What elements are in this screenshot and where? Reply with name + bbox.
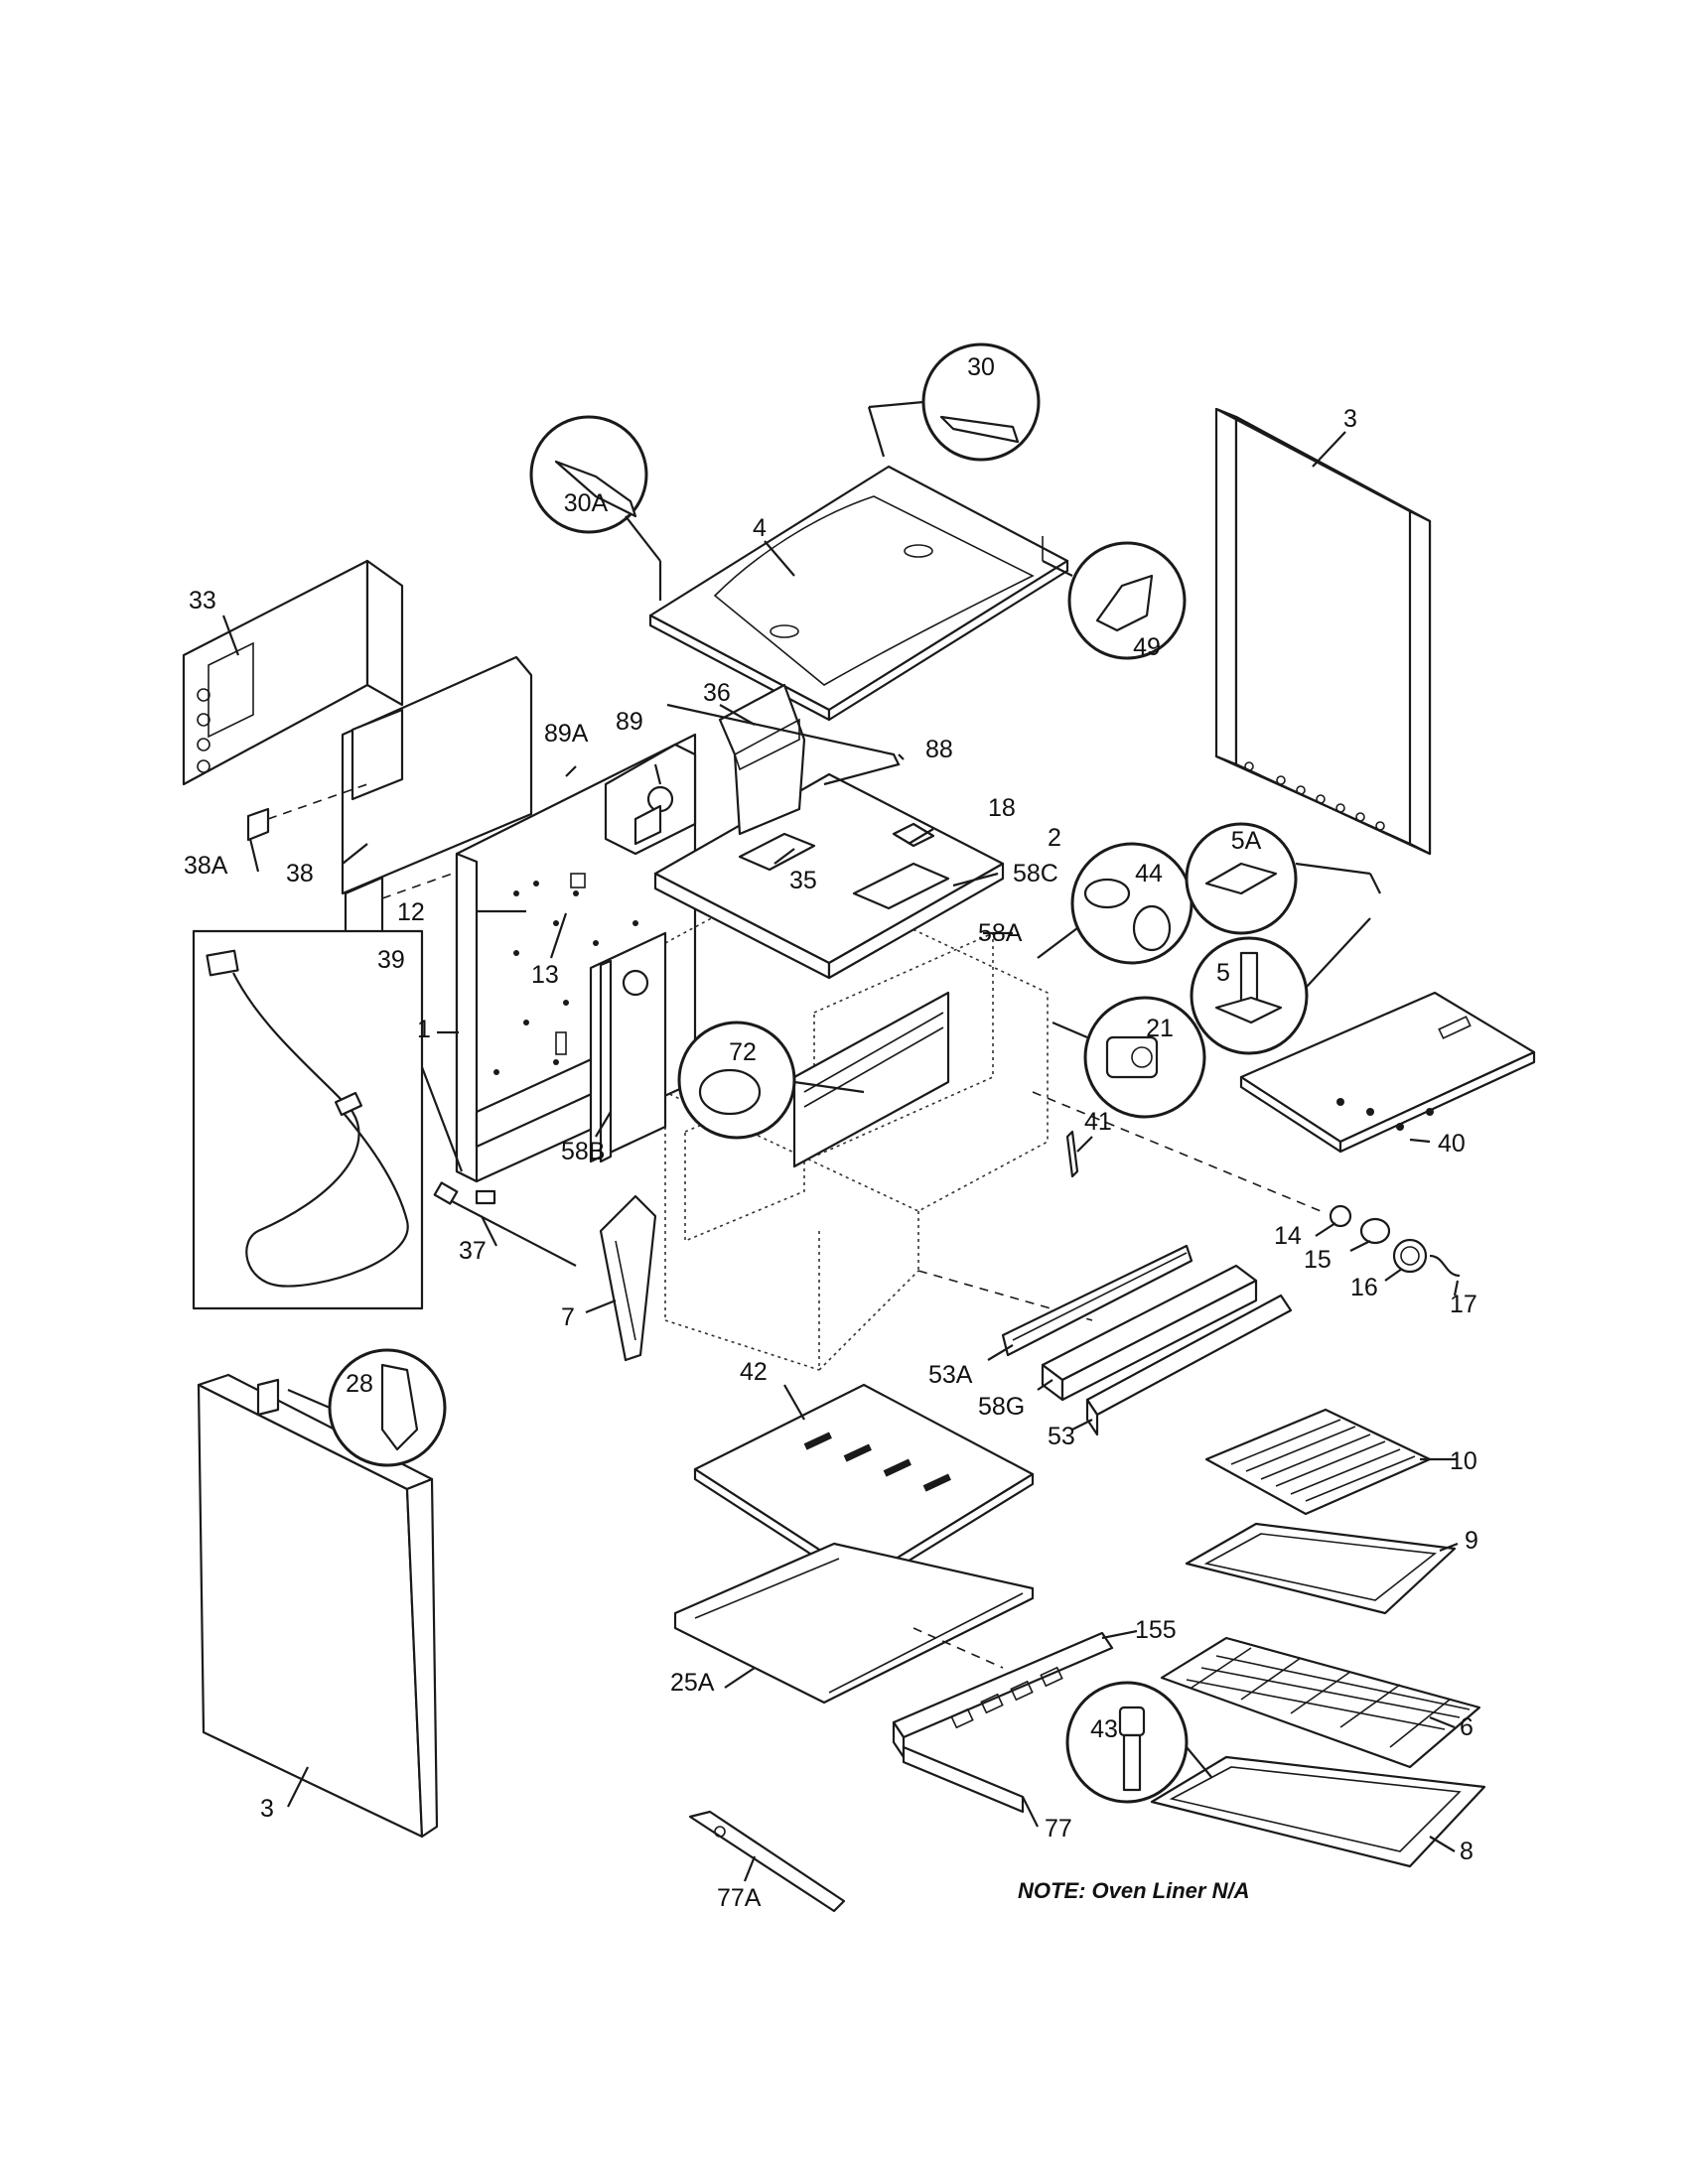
callout-21 — [1052, 996, 1206, 1119]
label-17: 17 — [1450, 1291, 1477, 1318]
label-38a: 38A — [184, 852, 228, 880]
label-15: 15 — [1304, 1246, 1332, 1274]
callout-30 — [867, 342, 1041, 462]
label-2: 2 — [1048, 824, 1061, 852]
label-44: 44 — [1135, 860, 1163, 887]
label-8: 8 — [1460, 1838, 1474, 1865]
power-cord-box — [192, 929, 424, 1310]
bracket-41 — [1065, 1130, 1079, 1178]
vent-40 — [1239, 991, 1536, 1154]
callout-5a — [1185, 822, 1381, 935]
label-30a: 30A — [564, 489, 609, 517]
label-49: 49 — [1133, 633, 1161, 661]
label-38: 38 — [286, 860, 314, 887]
broil-pan — [1185, 1522, 1457, 1615]
label-53a: 53A — [928, 1361, 973, 1389]
drawer-rail-77a — [688, 1810, 846, 1913]
side-panel-right — [1214, 407, 1432, 856]
callout-28 — [287, 1348, 447, 1467]
back-wrapper — [246, 655, 537, 961]
label-43: 43 — [1090, 1715, 1118, 1743]
label-4: 4 — [753, 514, 767, 542]
callout-44 — [1037, 842, 1193, 965]
broil-element-bracket — [738, 822, 950, 910]
label-1: 1 — [417, 1016, 431, 1043]
label-77a: 77A — [717, 1884, 762, 1912]
broil-grid — [1204, 1408, 1432, 1516]
label-5: 5 — [1216, 959, 1230, 987]
label-6: 6 — [1460, 1713, 1474, 1741]
panel-25a — [673, 1542, 1035, 1705]
label-12: 12 — [397, 898, 425, 926]
callout-49 — [1042, 541, 1187, 660]
label-58c: 58C — [1013, 860, 1058, 887]
thermostat-bracket — [604, 743, 697, 856]
leader-lines — [221, 431, 1460, 1882]
label-25a: 25A — [670, 1669, 715, 1697]
part-labels: 3 30 30A 4 49 33 36 88 89A 89 18 2 58C 3… — [184, 353, 1478, 1912]
label-21: 21 — [1146, 1015, 1174, 1042]
insulation-58g — [1041, 1264, 1258, 1402]
label-39: 39 — [377, 946, 405, 974]
label-10: 10 — [1450, 1447, 1477, 1475]
label-28: 28 — [346, 1370, 373, 1398]
pan-8 — [1150, 1755, 1486, 1868]
label-3-top: 3 — [1343, 405, 1357, 433]
label-155: 155 — [1135, 1616, 1177, 1644]
top-panel — [648, 465, 1069, 722]
callout-5 — [1190, 917, 1371, 1055]
label-77: 77 — [1045, 1815, 1072, 1843]
label-33: 33 — [189, 587, 216, 614]
callout-72 — [677, 1021, 865, 1140]
label-41: 41 — [1084, 1108, 1112, 1136]
insulation-side — [589, 931, 667, 1163]
callout-30a — [529, 415, 662, 601]
label-18: 18 — [988, 794, 1016, 822]
label-58g: 58G — [978, 1393, 1025, 1421]
label-14: 14 — [1274, 1222, 1302, 1250]
label-9: 9 — [1465, 1527, 1478, 1555]
rear-panel — [182, 559, 404, 786]
wire-88 — [666, 703, 901, 786]
label-58b: 58B — [561, 1138, 605, 1165]
label-35: 35 — [789, 867, 817, 894]
oven-light-assembly — [1329, 1204, 1461, 1278]
label-7: 7 — [561, 1303, 575, 1331]
label-40: 40 — [1438, 1130, 1466, 1158]
callout-43 — [1065, 1681, 1212, 1804]
label-37: 37 — [459, 1237, 487, 1265]
vent-duct — [718, 683, 806, 836]
oven-rack — [1160, 1636, 1481, 1769]
label-3-bottom: 3 — [260, 1795, 274, 1823]
label-58a: 58A — [978, 919, 1023, 947]
label-53: 53 — [1048, 1423, 1075, 1450]
label-30: 30 — [967, 353, 995, 381]
insulation-top — [653, 772, 1005, 1168]
label-88: 88 — [925, 736, 953, 763]
note-oven-liner: NOTE: Oven Liner N/A — [1018, 1878, 1249, 1903]
door-hinge — [599, 1194, 657, 1362]
label-16: 16 — [1350, 1274, 1378, 1301]
trim-53 — [1085, 1294, 1293, 1436]
label-5a: 5A — [1231, 827, 1262, 855]
oven-sensor — [433, 1181, 577, 1267]
label-42: 42 — [740, 1358, 768, 1386]
label-36: 36 — [703, 679, 731, 707]
label-72: 72 — [729, 1038, 757, 1066]
drawer-rail-77 — [902, 1745, 1025, 1814]
label-89: 89 — [616, 708, 643, 736]
label-89a: 89A — [544, 720, 589, 748]
label-13: 13 — [531, 961, 559, 989]
